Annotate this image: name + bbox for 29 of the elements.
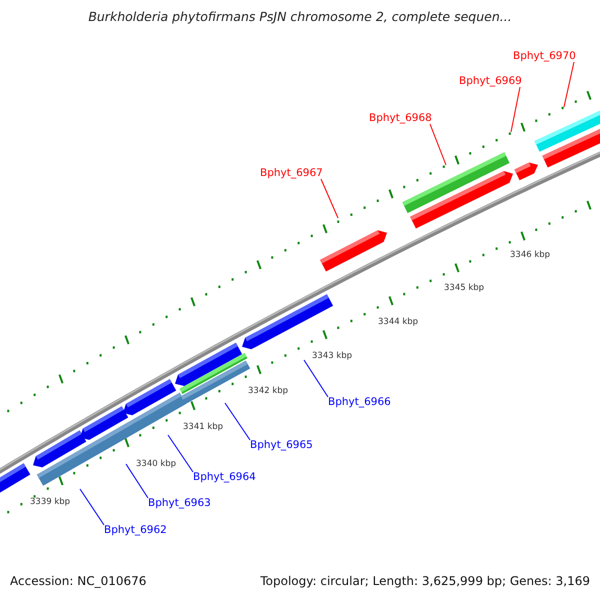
gene-label: Bphyt_6970 <box>513 50 576 62</box>
position-label: 3342 kbp <box>248 386 288 396</box>
leader-line <box>564 62 574 108</box>
gene-label: Bphyt_6966 <box>328 396 391 408</box>
leader-line <box>304 360 328 398</box>
accession-text: Accession: NC_010676 <box>10 574 146 588</box>
position-label: 3340 kbp <box>136 459 176 469</box>
leader-line <box>224 402 250 440</box>
gene-label: Bphyt_6968 <box>369 112 432 124</box>
gene-label: Bphyt_6969 <box>459 75 522 87</box>
position-label: 3341 kbp <box>183 422 224 432</box>
gene-label: Bphyt_6964 <box>193 471 256 483</box>
gene-label: Bphyt_6963 <box>148 497 211 509</box>
position-label: 3344 kbp <box>378 317 418 327</box>
leader-line <box>168 434 194 472</box>
position-label: 3345 kbp <box>444 283 484 293</box>
genome-summary-text: Topology: circular; Length: 3,625,999 bp; Genes: 3,169 <box>260 574 590 588</box>
gene-label: Bphyt_6962 <box>104 524 167 536</box>
leader-line <box>80 488 104 526</box>
position-label: 3339 kbp <box>30 497 70 507</box>
gene-label: Bphyt_6967 <box>260 167 323 179</box>
title: Burkholderia phytofirmans PsJN chromosome 2, complete sequen... <box>87 9 513 24</box>
leader-line <box>320 178 338 218</box>
leader-line <box>510 86 520 132</box>
leader-line <box>126 464 148 498</box>
gene-label: Bphyt_6965 <box>250 439 313 451</box>
position-label: 3346 kbp <box>510 250 550 260</box>
leader-line <box>430 124 446 166</box>
position-label: 3343 kbp <box>312 351 352 361</box>
